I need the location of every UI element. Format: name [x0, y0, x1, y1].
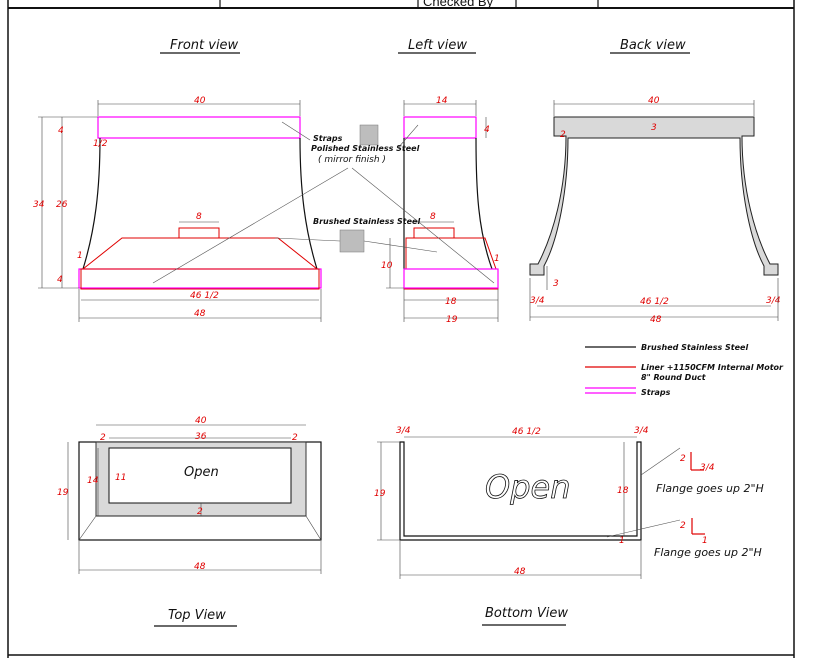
title-block: Checked By	[7, 0, 795, 658]
back-dim-foot-r: 3/4	[766, 296, 781, 306]
top-view: Open 40 2 36 2 19 14 11 2 48	[57, 416, 322, 574]
bottom-view: Open 3/4 46 1/2 3/4 19 18 1 48 2 3/4 Fla…	[374, 426, 764, 579]
legend-brushed: Brushed Stainless Steel	[641, 343, 748, 352]
note-straps: Straps	[313, 134, 343, 143]
front-view-title: Front view	[170, 38, 239, 53]
front-dim-total-h: 34	[33, 200, 45, 210]
left-dim-collar: 8	[430, 212, 436, 222]
bottom-view-title: Bottom View	[485, 606, 568, 621]
material-notes: Straps Polished Stainless Steel ( mirror…	[152, 121, 495, 284]
front-dim-strap-h: 4	[58, 126, 64, 136]
checked-by-label: Checked By	[423, 0, 494, 9]
left-dim-lower-h: 10	[381, 261, 393, 271]
bottom-dim-right-t: 3/4	[634, 426, 649, 436]
brushed-swatch	[339, 229, 365, 253]
top-dim-base-w: 48	[194, 562, 206, 572]
legend-duct: 8" Round Duct	[641, 373, 707, 382]
back-dim-foot-l: 3/4	[530, 296, 545, 306]
top-dim-width: 40	[195, 416, 207, 426]
bottom-open-label: Open	[485, 468, 570, 506]
flange-note-2: Flange goes up 2"H	[654, 546, 762, 559]
left-view: 14 4 8 10 1 18 19	[381, 96, 500, 325]
left-dim-liner-d: 18	[445, 297, 457, 307]
left-dim-lip: 1	[494, 254, 500, 264]
polished-swatch	[359, 124, 379, 146]
back-dim-top-width: 40	[648, 96, 660, 106]
top-dim-right-gap: 2	[292, 433, 298, 443]
legend: Brushed Stainless Steel Liner +1150CFM I…	[585, 343, 784, 397]
back-dim-wall: 2	[560, 130, 566, 140]
bottom-dim-left-t: 3/4	[396, 426, 411, 436]
left-dim-base-d: 19	[446, 315, 458, 325]
bottom-dim-inner-w: 46 1/2	[512, 427, 541, 437]
back-dim-top-t: 3	[651, 123, 657, 133]
top-dim-bottom-gap: 2	[197, 507, 203, 517]
front-dim-base-w: 48	[194, 309, 206, 319]
legend-liner: Liner +1150CFM Internal Motor	[641, 363, 784, 372]
front-dim-collar: 8	[196, 212, 202, 222]
top-dim-left-gap: 2	[100, 433, 106, 443]
note-mirror: ( mirror finish )	[318, 155, 386, 165]
left-view-title: Left view	[408, 38, 467, 53]
top-view-title: Top View	[168, 608, 226, 623]
note-brushed: Brushed Stainless Steel	[313, 217, 420, 226]
left-dim-depth-top: 14	[436, 96, 448, 106]
bottom-dim-side-d: 18	[617, 486, 629, 496]
flange-b-t: 1	[702, 536, 708, 546]
back-dim-foot-h: 3	[553, 279, 559, 289]
front-dim-lip: 1	[77, 251, 83, 261]
bottom-dim-base-w: 48	[514, 567, 526, 577]
front-dim-base-h: 4	[57, 275, 63, 285]
back-view: 40 2 3 3 3/4 46 1/2 3/4 48	[529, 96, 781, 325]
top-open-label: Open	[184, 465, 219, 480]
flange-a-t: 3/4	[700, 463, 715, 473]
view-titles: Front view Left view Back view Top View …	[154, 38, 690, 627]
top-dim-open-h: 11	[115, 473, 126, 483]
flange-a-h: 2	[680, 454, 686, 464]
flange-note-1: Flange goes up 2"H	[656, 482, 764, 495]
note-polished: Polished Stainless Steel	[311, 144, 420, 153]
flange-b-h: 2	[680, 521, 686, 531]
front-view: 40 4 34 26 1/2 1 4 8 46 1/2 48	[33, 96, 322, 322]
front-dim-inset: 1/2	[93, 139, 108, 149]
top-dim-depth: 19	[57, 488, 69, 498]
top-dim-inner-w: 36	[195, 432, 207, 442]
bottom-dim-depth: 19	[374, 489, 386, 499]
front-dim-liner-w: 46 1/2	[190, 291, 219, 301]
back-dim-inner-w: 46 1/2	[640, 297, 669, 307]
back-view-title: Back view	[620, 38, 686, 53]
legend-straps: Straps	[641, 388, 671, 397]
front-dim-top-width: 40	[194, 96, 206, 106]
front-dim-mid-h: 26	[56, 200, 68, 210]
top-dim-depth-in: 14	[87, 476, 99, 486]
left-dim-strap-h: 4	[484, 125, 490, 135]
back-dim-base-w: 48	[650, 315, 662, 325]
bottom-dim-gap: 1	[619, 536, 625, 546]
